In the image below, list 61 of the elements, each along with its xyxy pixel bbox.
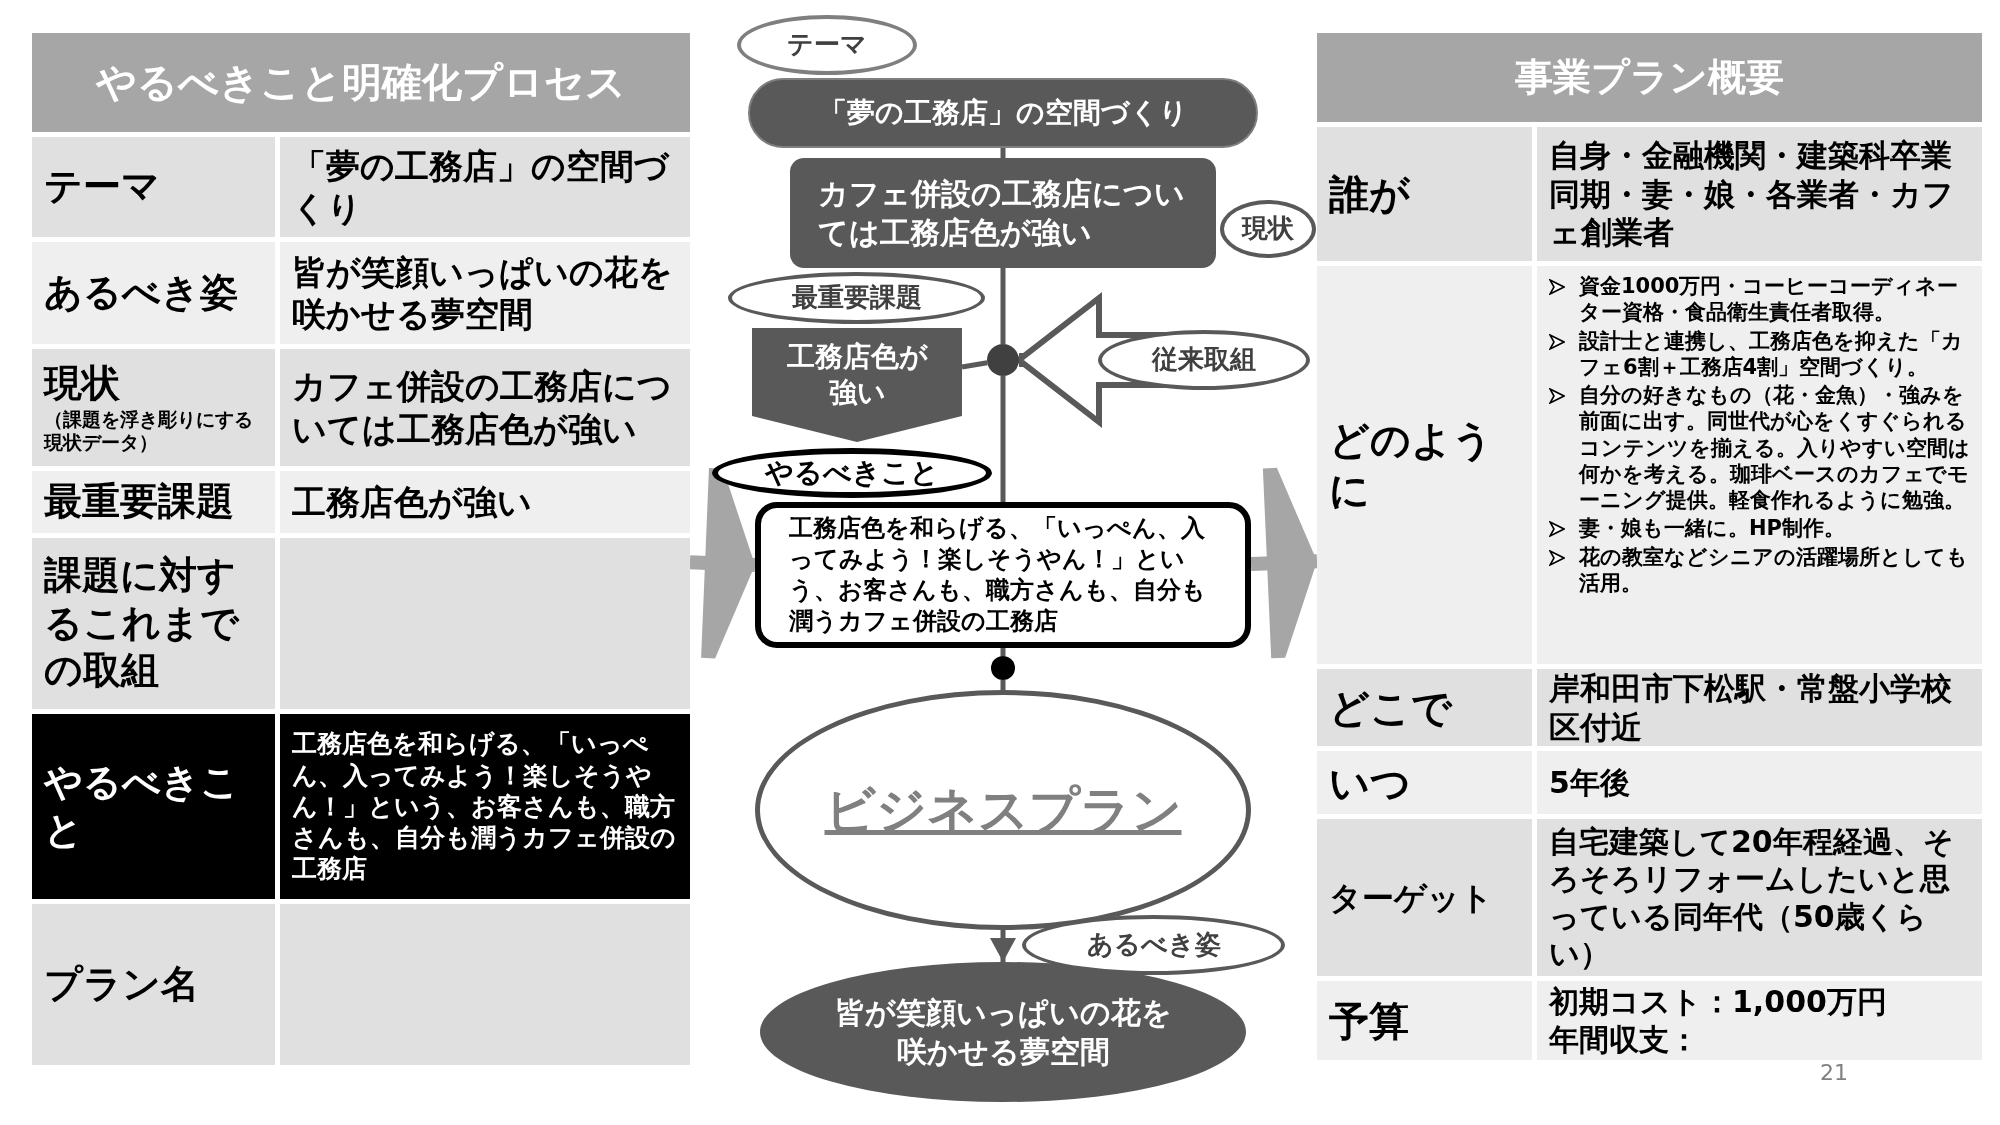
- row-heading: 予算: [1329, 996, 1410, 1046]
- node-text: 皆が笑顔いっぱいの花を咲かせる夢空間: [833, 994, 1173, 1071]
- row-heading: 現状: [44, 360, 121, 407]
- bullet-text: 資金1000万円・コーヒーコーディネーター資格・食品衛生責任者取得。: [1579, 273, 1960, 326]
- cell-text: カフェ併設の工務店については工務店色が強い: [292, 365, 673, 450]
- tag-label: 最重要課題: [791, 281, 922, 315]
- table-title: 事業プラン概要: [1515, 54, 1784, 101]
- junction-dot: [987, 344, 1019, 376]
- row-heading: あるべき姿: [44, 269, 239, 317]
- tag-label: 従来取組: [1152, 343, 1256, 377]
- cell-text: 工務店色を和らげる、「いっぺん、入ってみよう！楽しそうやん！」という、お客さんも、職方さんも、自分も潤うカフェ併設の工務店: [292, 728, 677, 885]
- row-heading: やるべきこと: [44, 759, 240, 854]
- row-heading: プラン名: [44, 960, 200, 1008]
- row-heading: どこで: [1329, 683, 1454, 733]
- bullet-text: 自分の好きなもの（花・金魚）・強みを前面に出す。同世代が心をくすぐられるコンテンツを揃える。入りやすい空間は何かを考える。珈琲ベースのカフェでモーニング提供。軽食作れるように勉強。: [1579, 382, 1970, 514]
- summary-table: [32, 33, 690, 1065]
- table-title: やるべきこと明確化プロセス: [96, 58, 626, 107]
- bullet-text: 妻・娘も一緒に。HP制作。: [1579, 515, 1845, 542]
- junction-dot: [991, 656, 1015, 680]
- node-text: 工務店色が強い: [785, 338, 929, 411]
- tag-label: テーマ: [787, 28, 867, 62]
- cell-text: 初期コスト：1,000万円: [1549, 983, 1888, 1021]
- connector-line: [1000, 680, 1006, 690]
- row-heading: いつ: [1329, 758, 1412, 808]
- row-heading: ターゲット: [1329, 877, 1494, 918]
- status-box: [790, 158, 1216, 268]
- bullet-text: 設計士と連携し、工務店色を抑えた「カフェ6割＋工務店4割」空間づくり。: [1579, 327, 1964, 380]
- plan-heading: ビジネスプラン: [824, 779, 1182, 841]
- cell-text: 皆が笑顔いっぱいの花を咲かせる夢空間: [292, 250, 674, 336]
- tag-ellipse: [1220, 200, 1316, 258]
- cell-text: 岸和田市下松駅・常盤小学校区付近: [1549, 669, 1953, 746]
- summary-table: [1317, 33, 1982, 1060]
- tag-label: 現状: [1242, 212, 1294, 246]
- node-text: カフェ併設の工務店については工務店色が強い: [818, 175, 1186, 252]
- row-heading: 課題に対するこれまでの取組: [44, 552, 241, 695]
- cell-text: 自身・金融機関・建築科卒業同期・妻・娘・各業者・カフェ創業者: [1549, 135, 1955, 253]
- row-heading: どのように: [1329, 416, 1494, 515]
- connector-line: [1000, 148, 1006, 158]
- tag-label: あるべき姿: [1086, 928, 1221, 962]
- row-heading: テーマ: [44, 163, 161, 211]
- node-text: 工務店色を和らげる、「いっぺん、入ってみよう！楽しそうやん！」という、お客さんも、職方さんも、自分も潤うカフェ併設の工務店: [789, 512, 1207, 638]
- row-heading: （課題を浮き彫りにする現状データ）: [44, 407, 254, 455]
- connector-line: [1000, 376, 1006, 502]
- row-heading: 誰が: [1329, 170, 1411, 219]
- node-text: 「夢の工務店」の空間づくり: [818, 94, 1188, 131]
- cell-text: 5年後: [1549, 763, 1631, 802]
- bullet-text: 花の教室などシニアの活躍場所としても活用。: [1579, 543, 1969, 596]
- connector-line: [961, 360, 988, 370]
- callout-box: [755, 502, 1251, 648]
- cell-text: 自宅建築して20年程経過、そろそろリフォームしたいと思っている同年代（50歳くらい）: [1549, 822, 1955, 973]
- cell-text: 工務店色が強い: [292, 480, 533, 524]
- connector-line: [1000, 268, 1006, 344]
- tag-label: やるべきこと: [765, 454, 939, 491]
- row-heading: 最重要課題: [44, 478, 235, 526]
- connector-line: [1000, 648, 1006, 656]
- cell-text: 「夢の工務店」の空間づくり: [292, 144, 671, 230]
- cell-text: 年間収支：: [1549, 1020, 1700, 1058]
- page-number: 21: [1820, 1060, 1848, 1085]
- issue-pentagon: [752, 328, 962, 442]
- arrow: [990, 930, 1016, 962]
- tag-ellipse: [1098, 330, 1310, 390]
